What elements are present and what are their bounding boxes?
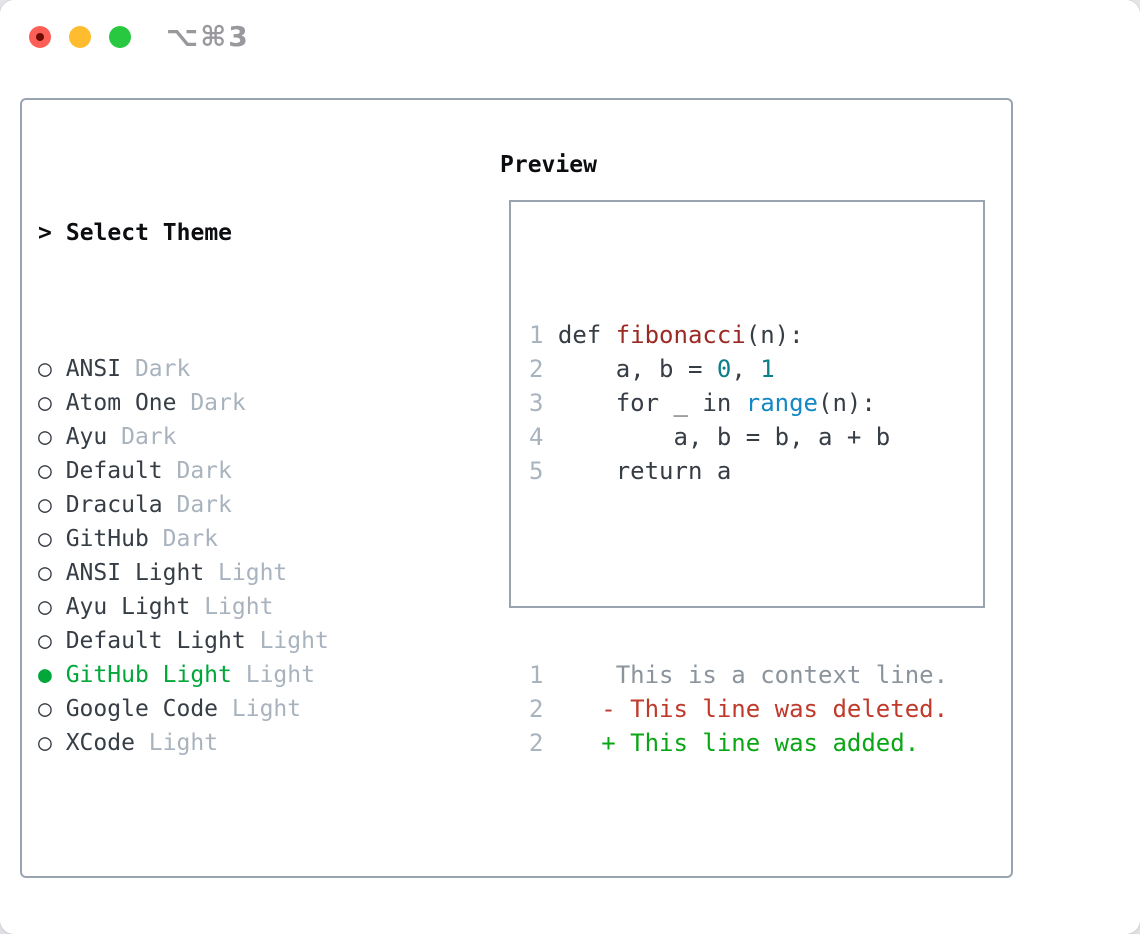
unselected-radio-icon: ○	[38, 526, 52, 552]
theme-option-label: Dracula	[51, 492, 163, 518]
line-number: 3	[529, 389, 558, 417]
diff-line: 2 - This line was deleted.	[529, 692, 948, 726]
token-number: 0	[716, 355, 732, 383]
spacer	[38, 862, 426, 896]
unselected-radio-icon: ○	[38, 424, 52, 450]
theme-option-ayu[interactable]: ○ Ayu Dark	[38, 420, 426, 454]
theme-option-label: GitHub	[51, 526, 149, 552]
maximize-button[interactable]	[109, 26, 131, 48]
line-number: 2	[529, 729, 558, 757]
token-added: + This line was added.	[557, 729, 920, 757]
token-plain: for _ in	[557, 389, 746, 417]
token-plain: (n):	[745, 321, 804, 349]
theme-option-label: Default Light	[51, 628, 246, 654]
token-number: 1	[760, 355, 775, 383]
unselected-radio-icon: ○	[38, 594, 52, 620]
theme-variant-label: Light	[204, 560, 288, 586]
token-deleted: - This line was deleted.	[557, 695, 949, 723]
close-button[interactable]	[29, 26, 51, 48]
theme-option-ansi[interactable]: ○ ANSI Dark	[38, 352, 426, 386]
theme-option-label: ANSI	[51, 356, 122, 382]
unselected-radio-icon: ○	[38, 560, 52, 586]
token-plain: ,	[731, 355, 761, 383]
theme-option-label: XCode	[51, 730, 135, 756]
theme-picker-panel: >Select Theme ○ ANSI Dark○ Atom One Dark…	[20, 98, 1013, 878]
unselected-radio-icon: ○	[38, 628, 52, 654]
token-plain: (n):	[818, 389, 876, 417]
theme-option-label: GitHub Light	[51, 662, 232, 688]
select-theme-header-label: Select Theme	[65, 220, 233, 246]
code-line: 2 a, b = 0, 1	[529, 352, 948, 386]
minimize-button[interactable]	[69, 26, 91, 48]
unselected-radio-icon: ○	[38, 492, 52, 518]
token-function: fibonacci	[615, 321, 746, 349]
theme-variant-label: Dark	[107, 424, 177, 450]
theme-list: >Select Theme ○ ANSI Dark○ Atom One Dark…	[38, 148, 426, 934]
theme-variant-label: Dark	[162, 458, 232, 484]
theme-variant-label: Dark	[176, 390, 246, 416]
diff-line: 2 + This line was added.	[529, 726, 948, 760]
theme-option-xcode[interactable]: ○ XCode Light	[38, 726, 426, 760]
line-number: 4	[529, 423, 558, 451]
line-number: 2	[529, 695, 558, 723]
code-line: 4 a, b = b, a + b	[529, 420, 948, 454]
theme-variant-label: Light	[134, 730, 219, 756]
code-line: 1 def fibonacci(n):	[529, 318, 948, 352]
theme-option-dracula[interactable]: ○ Dracula Dark	[38, 488, 426, 522]
unselected-radio-icon: ○	[38, 458, 52, 484]
close-button-inner-dot	[36, 33, 44, 41]
selected-radio-icon: ●	[38, 662, 52, 688]
select-theme-header: > Select Theme	[38, 216, 426, 250]
theme-variant-label: Light	[190, 594, 274, 620]
theme-option-github-light[interactable]: ● GitHub Light Light	[38, 658, 426, 692]
theme-variant-label: Dark	[121, 356, 191, 382]
unselected-radio-icon: ○	[38, 356, 52, 382]
theme-variant-label: Light	[218, 696, 302, 722]
theme-option-github[interactable]: ○ GitHub Dark	[38, 522, 426, 556]
unselected-radio-icon: ○	[38, 696, 52, 722]
theme-option-default[interactable]: ○ Default Dark	[38, 454, 426, 488]
theme-option-label: ANSI Light	[51, 560, 205, 586]
token-context: This is a context line.	[557, 661, 949, 689]
theme-option-ayu-light[interactable]: ○ Ayu Light Light	[38, 590, 426, 624]
theme-options-group: ○ ANSI Dark○ Atom One Dark○ Ayu Dark○ De…	[38, 352, 426, 760]
line-number: 1	[529, 321, 558, 349]
line-number: 2	[529, 355, 558, 383]
token-plain: a, b = b, a + b	[557, 423, 891, 451]
theme-option-label: Atom One	[51, 390, 177, 416]
preview-header: Preview	[500, 152, 597, 178]
diff-lines-group: 1 This is a context line.2 - This line w…	[529, 658, 948, 760]
unselected-radio-icon: ○	[38, 730, 52, 756]
cursor-indicator: >	[38, 220, 52, 246]
token-builtin: range	[745, 389, 818, 417]
unselected-radio-icon: ○	[38, 390, 52, 416]
token-plain: a, b =	[557, 355, 717, 383]
theme-option-label: Default	[51, 458, 163, 484]
code-line: 5 return a	[529, 454, 948, 488]
theme-option-label: Ayu Light	[51, 594, 191, 620]
theme-variant-label: Light	[245, 628, 329, 654]
theme-variant-label: Light	[231, 662, 315, 688]
theme-variant-label: Dark	[162, 492, 232, 518]
theme-option-label: Ayu	[51, 424, 108, 450]
line-number: 1	[529, 661, 558, 689]
blank-line	[529, 556, 948, 590]
line-number: 5	[529, 457, 558, 485]
token-plain: def	[557, 321, 616, 349]
theme-option-ansi-light[interactable]: ○ ANSI Light Light	[38, 556, 426, 590]
code-line: 3 for _ in range(n):	[529, 386, 948, 420]
theme-variant-label: Dark	[148, 526, 219, 552]
theme-option-atom-one[interactable]: ○ Atom One Dark	[38, 386, 426, 420]
window-title: ⌥⌘3	[166, 20, 250, 53]
theme-option-google-code[interactable]: ○ Google Code Light	[38, 692, 426, 726]
diff-line: 1 This is a context line.	[529, 658, 948, 692]
theme-option-label: Google Code	[51, 696, 219, 722]
token-plain: return a	[557, 457, 732, 485]
theme-option-default-light[interactable]: ○ Default Light Light	[38, 624, 426, 658]
